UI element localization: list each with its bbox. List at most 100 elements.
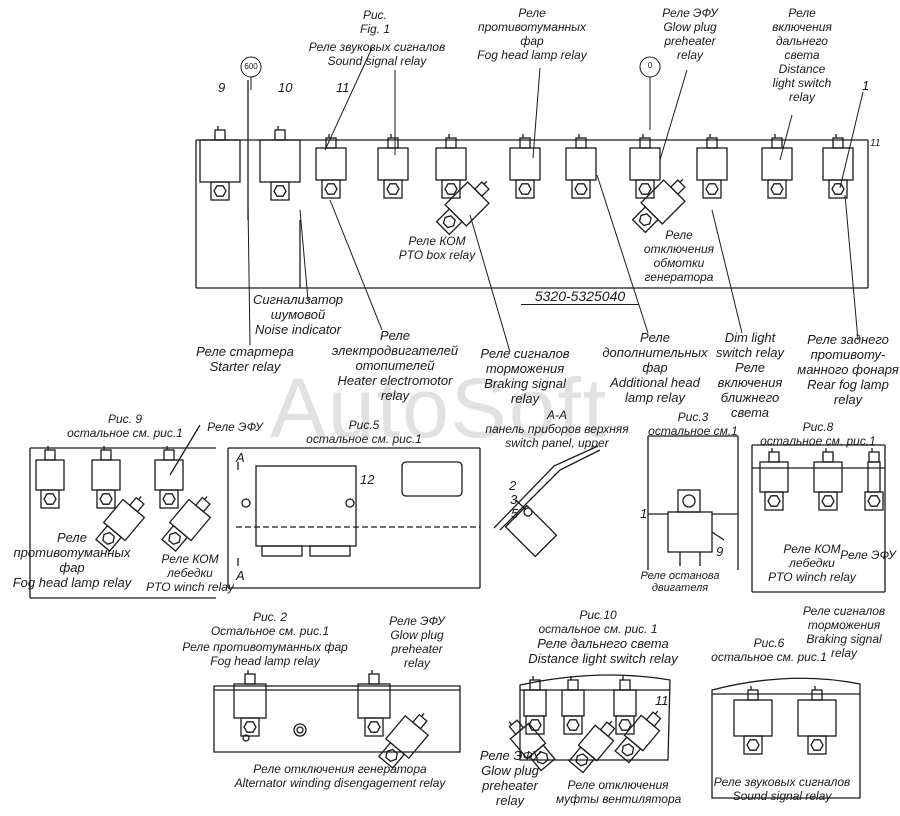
relay-fig10-glow-angled bbox=[508, 719, 556, 772]
relay-fig6-braking bbox=[797, 686, 837, 755]
watermark: AutoSoft bbox=[270, 361, 609, 455]
section-mark-a-top: А bbox=[236, 450, 245, 465]
fig1-leaders bbox=[240, 47, 864, 353]
callout-11-right: 11 bbox=[870, 138, 881, 149]
relay-fig2-glow bbox=[357, 670, 391, 737]
callout-10: 10 bbox=[278, 80, 293, 95]
callout-3: 3 bbox=[510, 492, 518, 507]
fig1-caption: Рис.Fig. 1 bbox=[359, 8, 390, 36]
relay-fig9-glow-angled bbox=[160, 496, 212, 552]
relay-fig8-glow-edge bbox=[864, 448, 884, 511]
fig8-frame bbox=[751, 444, 886, 593]
fig1-relays bbox=[199, 126, 854, 236]
relay-fig10-fan-b bbox=[614, 710, 662, 764]
callout-5: 5 bbox=[511, 506, 519, 521]
relay-fig1-alternator-off bbox=[631, 178, 686, 234]
relay-fig10-distance-a bbox=[561, 676, 585, 735]
relay-fig9-pto bbox=[91, 446, 121, 509]
callout-9: 9 bbox=[218, 80, 226, 95]
fig8-label-glow-relay: Реле ЭФУ bbox=[840, 548, 896, 562]
part-number: 5320-5325040 bbox=[521, 288, 639, 305]
fig6-relays bbox=[733, 686, 837, 755]
callout-11: 11 bbox=[336, 80, 350, 95]
circle-mark-600: 600 bbox=[244, 62, 258, 71]
relay-fig1-dim bbox=[696, 134, 728, 199]
relay-fig9-glow bbox=[154, 446, 184, 509]
relay-fig8-pto bbox=[813, 448, 843, 511]
callout-11-fig10: 11 bbox=[655, 693, 669, 708]
fig10-relays bbox=[508, 676, 662, 774]
relay-fig1-noise bbox=[259, 126, 301, 201]
relay-fig1-fog bbox=[509, 134, 541, 199]
fig9-frame bbox=[29, 424, 216, 599]
relay-fig1-starter bbox=[199, 126, 241, 201]
relay-fig1-heater bbox=[315, 134, 347, 199]
fig9-relays bbox=[35, 446, 212, 552]
relay-fig10-fan-a bbox=[568, 720, 616, 774]
fig3-frame bbox=[647, 435, 739, 570]
callout-12: 12 bbox=[360, 472, 375, 487]
circle-mark-0: 0 bbox=[647, 61, 653, 70]
callout-2: 2 bbox=[509, 478, 517, 493]
callout-1: 1 bbox=[862, 78, 870, 93]
fig2-frame bbox=[213, 685, 461, 753]
fig5-panel bbox=[227, 447, 481, 589]
relay-fig1-additional bbox=[565, 134, 597, 199]
callout-9-fig3: 9 bbox=[716, 544, 724, 559]
relay-fig1-rear-fog bbox=[822, 134, 854, 199]
fig6-frame bbox=[711, 677, 861, 799]
fig2-relays bbox=[233, 670, 430, 769]
relay-fig9-pto-angled bbox=[94, 496, 146, 552]
relay-fig9-fog bbox=[35, 446, 65, 509]
callout-1-fig3: 1 bbox=[640, 506, 648, 521]
relay-fig2-fog bbox=[233, 670, 267, 737]
fig1-panel bbox=[195, 80, 869, 289]
relay-fig6-sound bbox=[733, 686, 773, 755]
relay-fig8-left bbox=[759, 448, 789, 511]
fig9-label-glow-relay: Реле ЭФУ bbox=[207, 420, 263, 434]
relay-fig1-pto-box bbox=[435, 180, 490, 236]
relay-fig10-glow bbox=[523, 676, 547, 735]
section-mark-a-bottom: А bbox=[236, 568, 245, 583]
relay-fig1-sound bbox=[377, 134, 409, 199]
fig8-relays bbox=[759, 448, 884, 511]
section-aa bbox=[493, 445, 601, 558]
relay-fig2-alternator bbox=[377, 713, 430, 769]
relay-fig1-distance bbox=[761, 134, 793, 199]
